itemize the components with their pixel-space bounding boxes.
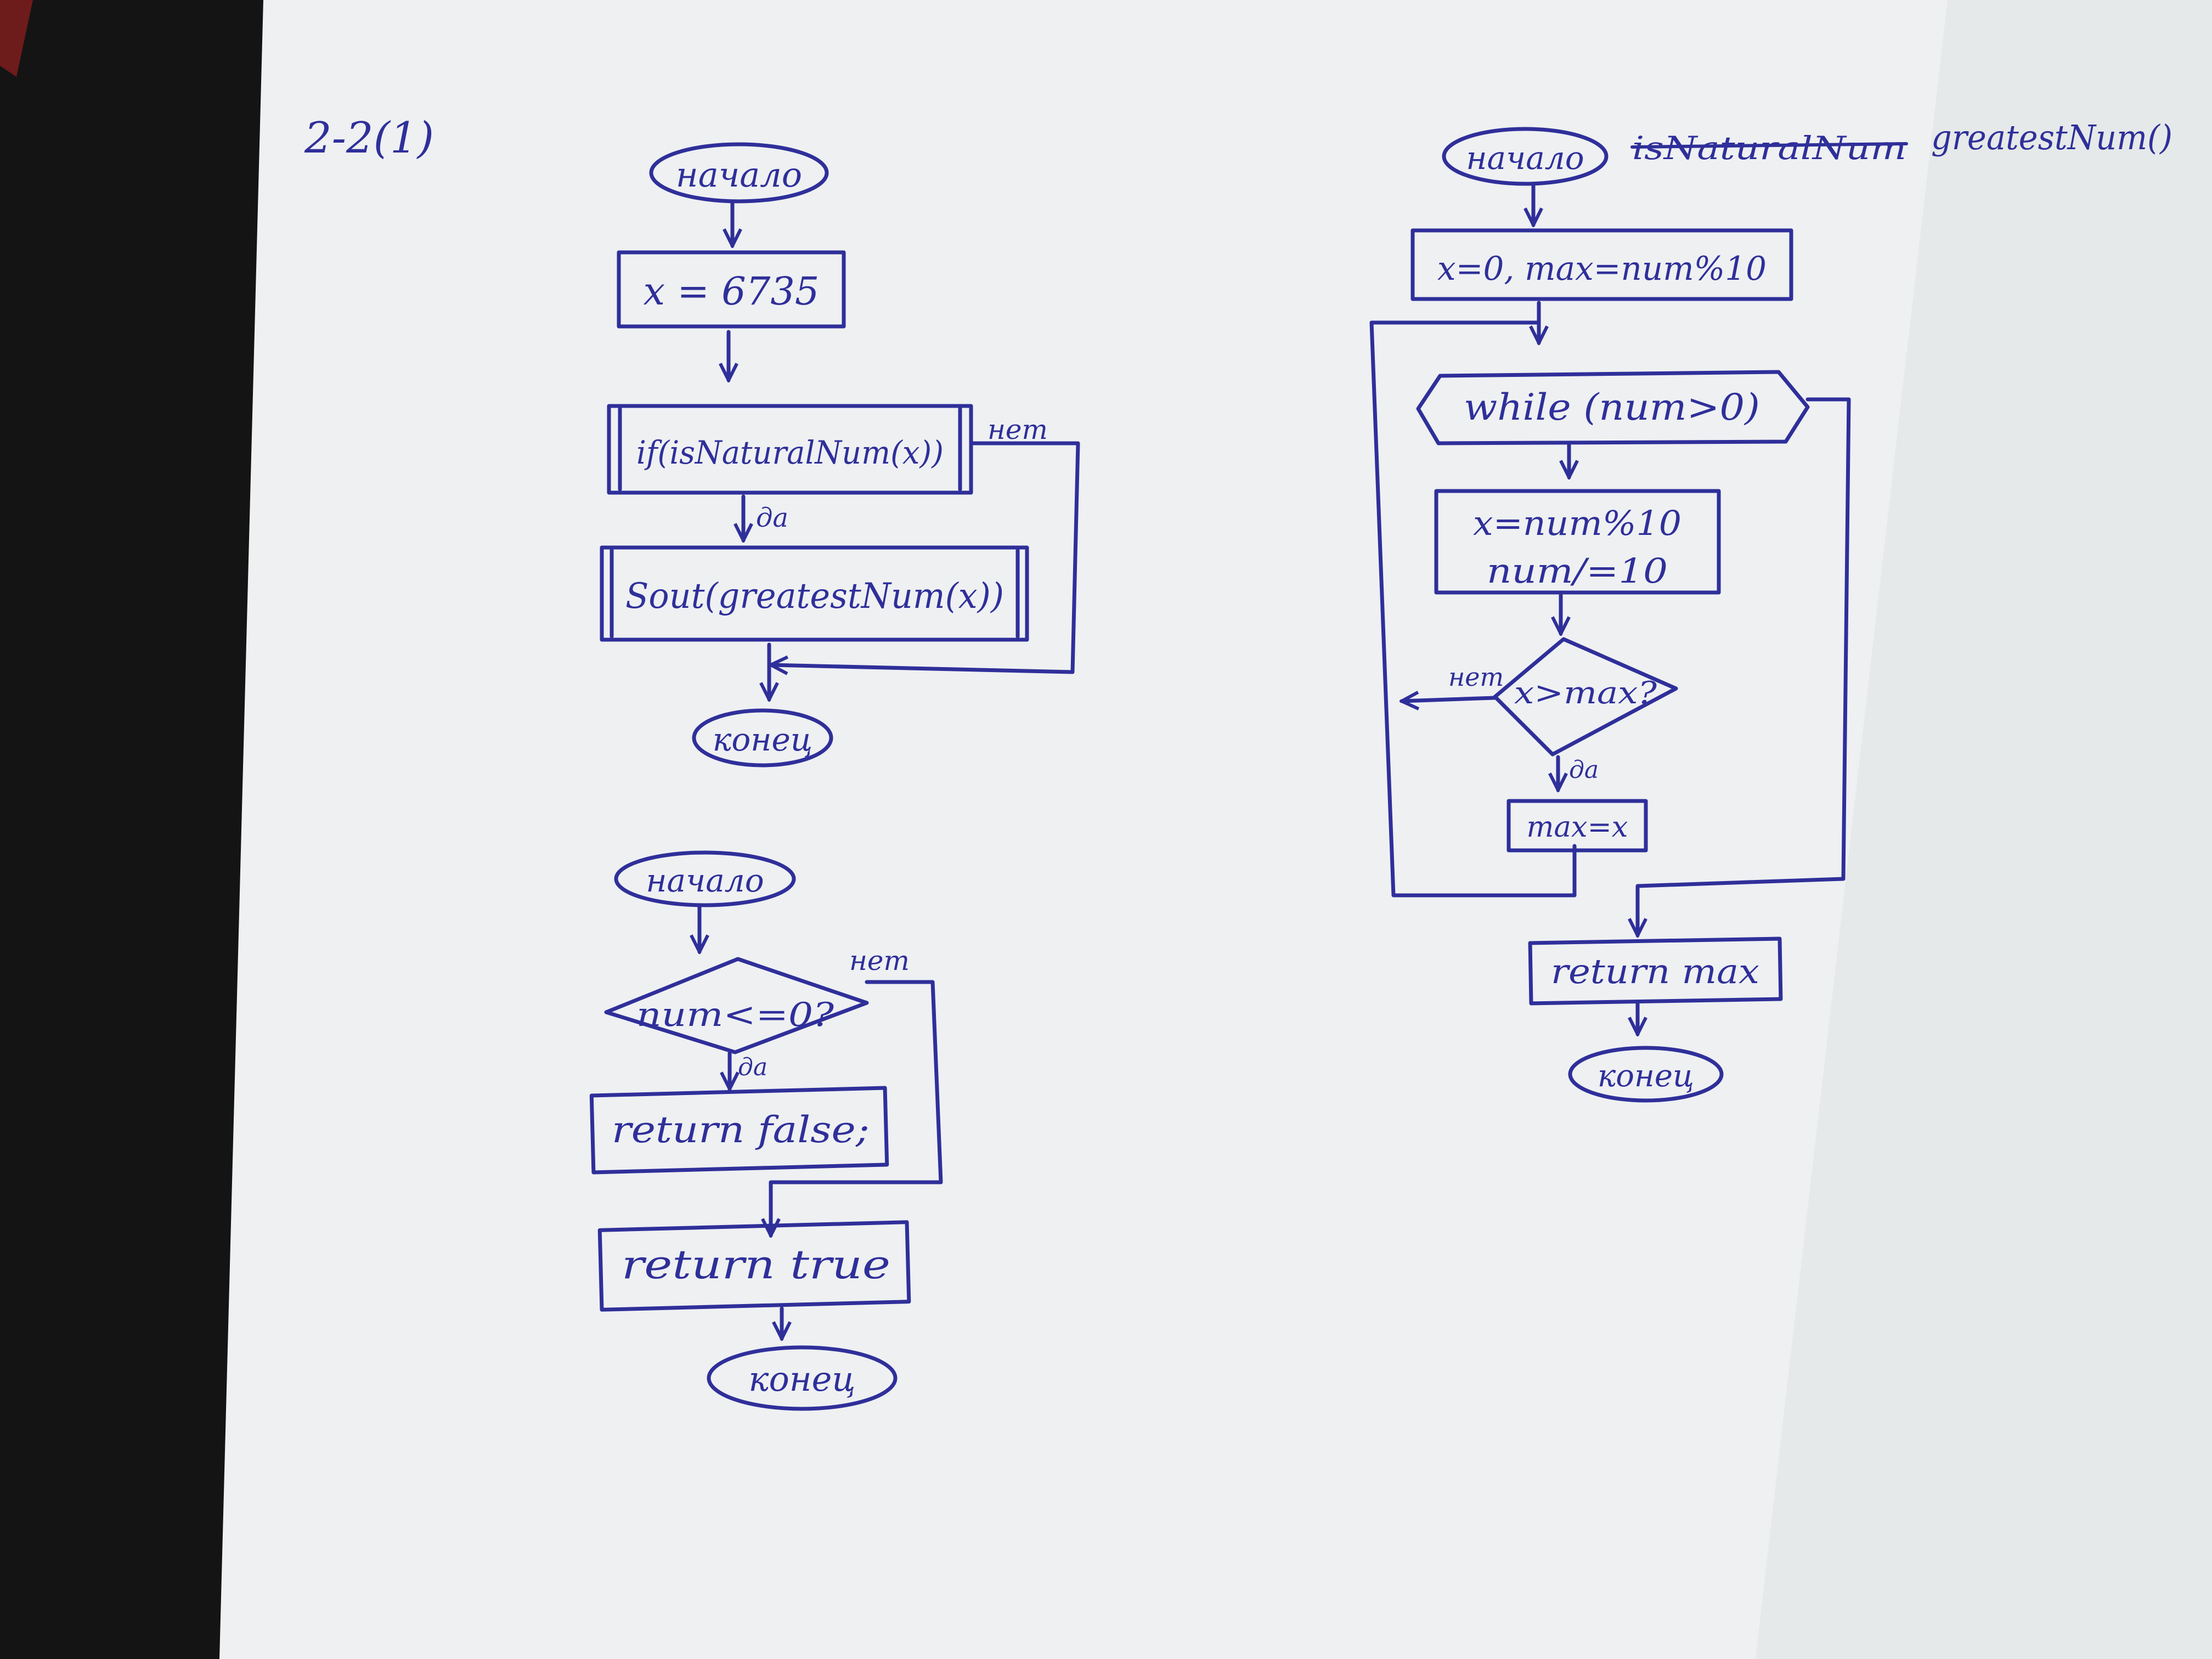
red-fabric-corner	[0, 0, 33, 77]
gr-title-text: greatestNum()	[1931, 117, 2172, 157]
gr-end-terminal	[1568, 1046, 1724, 1103]
nat-condition-text: num<=0?	[636, 996, 834, 1034]
nat-end-terminal	[707, 1345, 898, 1411]
nat-return-true-box	[597, 1220, 911, 1312]
nat-return-true-text: return true	[622, 1242, 890, 1288]
gr-start-terminal	[1442, 127, 1609, 186]
sheet-label: 2-2(1)	[304, 114, 434, 163]
gr-body-line1: x=num%10	[1473, 503, 1681, 543]
main-end-terminal	[692, 708, 833, 768]
gr-no-branch-line	[1402, 698, 1497, 701]
paper-shadow	[1756, 0, 2212, 1659]
main-if-box	[607, 404, 973, 495]
nat-return-false-box	[589, 1086, 889, 1175]
gr-return-box	[1528, 936, 1783, 1006]
main-print-box	[600, 545, 1029, 642]
gr-yes-label: да	[1569, 756, 1599, 784]
nat-start-terminal	[614, 850, 796, 907]
gr-init-box	[1410, 228, 1793, 301]
main-if-text: if(isNaturalNum(x))	[636, 434, 944, 471]
gr-init-text: x=0, max=num%10	[1437, 250, 1767, 288]
main-no-label: нет	[988, 414, 1048, 445]
nat-yes-label: да	[738, 1053, 768, 1081]
main-yes-label: да	[756, 503, 788, 533]
main-assign-box	[617, 250, 846, 329]
nat-condition-diamond	[604, 957, 869, 1054]
nat-return-false-text: return false;	[612, 1109, 870, 1151]
gr-while-exit-line	[1638, 397, 1851, 935]
nat-no-branch-line	[771, 980, 943, 1235]
main-no-loop-line	[771, 441, 1080, 672]
gr-start-text: начало	[1466, 139, 1584, 177]
gr-title-struck-text: isNaturalNum	[1632, 129, 1906, 167]
gr-loop-text: while (num>0)	[1464, 386, 1760, 428]
gr-assign-text: max=x	[1527, 811, 1628, 844]
gr-loop-back-line	[1369, 320, 1577, 898]
paper-sheet	[219, 0, 2212, 1659]
main-start-text: начало	[676, 155, 802, 195]
gr-return-text: return max	[1551, 951, 1759, 991]
gr-condition-diamond	[1493, 637, 1678, 757]
gr-no-label: нет	[1448, 662, 1504, 692]
main-print-text: Sout(greatestNum(x))	[625, 576, 1004, 617]
gr-body-box	[1434, 489, 1721, 595]
gr-condition-text: x>max?	[1514, 675, 1657, 711]
gr-end-text: конец	[1598, 1058, 1694, 1094]
nat-end-text: конец	[748, 1359, 855, 1399]
main-assign-text: x = 6735	[644, 269, 820, 314]
nat-start-text: начало	[646, 862, 764, 899]
nat-no-label: нет	[849, 945, 910, 977]
gr-assign-box	[1506, 799, 1648, 853]
gr-body-line2: num/=10	[1487, 551, 1668, 591]
main-end-text: конец	[713, 721, 813, 758]
gr-while-hexagon	[1416, 370, 1810, 445]
gr-title-strike	[1630, 142, 1908, 149]
main-start-terminal	[649, 142, 829, 204]
